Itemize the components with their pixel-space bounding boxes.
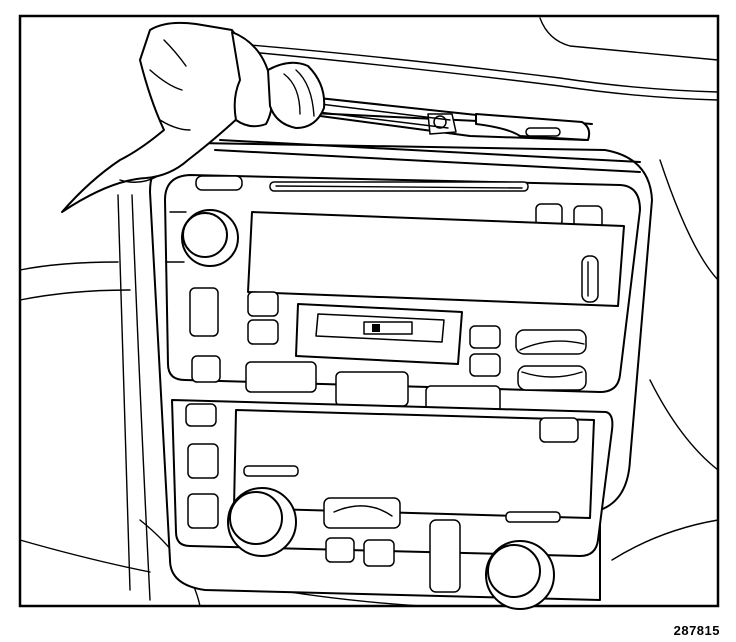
fan-slider[interactable] xyxy=(429,519,461,593)
left-tall-button[interactable] xyxy=(189,287,219,337)
climate-button-top-left[interactable] xyxy=(185,403,217,427)
button-pair-left-top[interactable] xyxy=(247,291,279,317)
radio-display xyxy=(247,211,625,307)
button-pair-left-bottom[interactable] xyxy=(247,319,279,345)
left-bottom-button[interactable] xyxy=(191,355,221,383)
button-pair-right-top[interactable] xyxy=(469,325,501,349)
mode-button-right[interactable] xyxy=(363,539,395,567)
button-pair-right-bottom[interactable] xyxy=(469,353,501,377)
climate-button-left-mid[interactable] xyxy=(187,443,219,479)
eject-button[interactable] xyxy=(195,175,243,191)
temp-slider-label xyxy=(243,465,299,477)
fan-knob[interactable] xyxy=(485,540,555,610)
illustration-border xyxy=(18,14,720,608)
figure-number: 287815 xyxy=(673,623,720,638)
climate-display xyxy=(233,409,595,519)
cassette-door xyxy=(295,303,463,365)
fan-label xyxy=(505,511,561,523)
temperature-knob[interactable] xyxy=(227,487,297,557)
preset-button-2[interactable] xyxy=(335,371,409,407)
preset-button-1[interactable] xyxy=(245,361,317,393)
climate-button-right[interactable] xyxy=(539,417,579,443)
volume-knob[interactable] xyxy=(165,209,239,267)
climate-button-left-bottom[interactable] xyxy=(187,493,219,529)
seek-rocker[interactable] xyxy=(515,329,587,391)
removal-tool xyxy=(289,95,593,141)
mode-button-left[interactable] xyxy=(325,537,355,563)
hand xyxy=(61,21,326,213)
mode-rocker[interactable] xyxy=(323,497,401,529)
display-indicator xyxy=(581,255,599,303)
